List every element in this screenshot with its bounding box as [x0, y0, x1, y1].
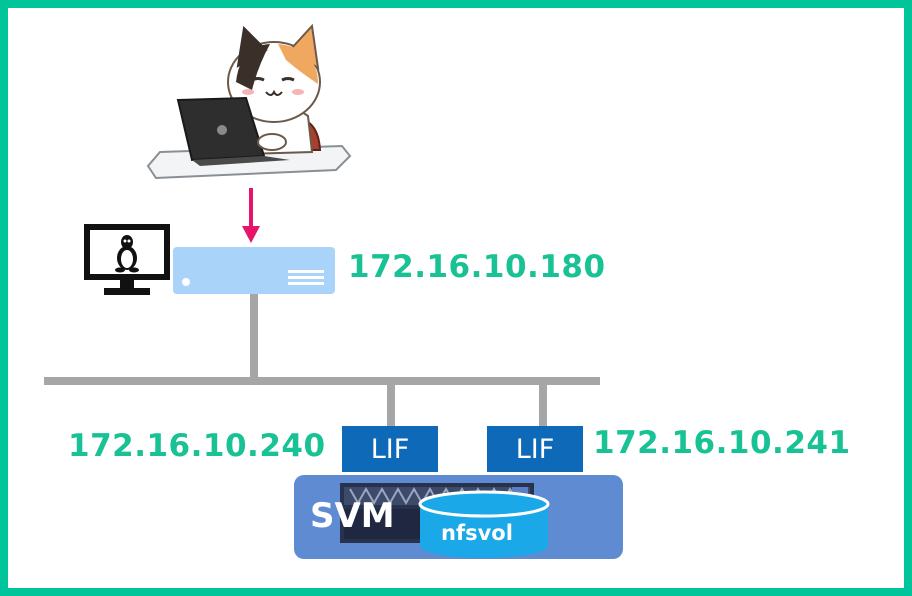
server-rack-icon	[173, 247, 335, 294]
client-ip-label: 172.16.10.180	[348, 249, 606, 285]
linux-tux-monitor-icon	[84, 224, 170, 295]
cat-with-laptop-icon	[146, 23, 352, 180]
svm-label: SVM	[310, 496, 395, 536]
access-arrow-head	[242, 226, 260, 243]
volume-label: nfsvol	[441, 521, 513, 545]
lif-box-1: LIF	[342, 426, 438, 472]
lif-box-2: LIF	[487, 426, 583, 472]
lif-2-ip-label: 172.16.10.241	[593, 425, 851, 461]
lif-1-ip-label: 172.16.10.240	[68, 428, 326, 464]
volume-cylinder-icon	[418, 490, 550, 558]
